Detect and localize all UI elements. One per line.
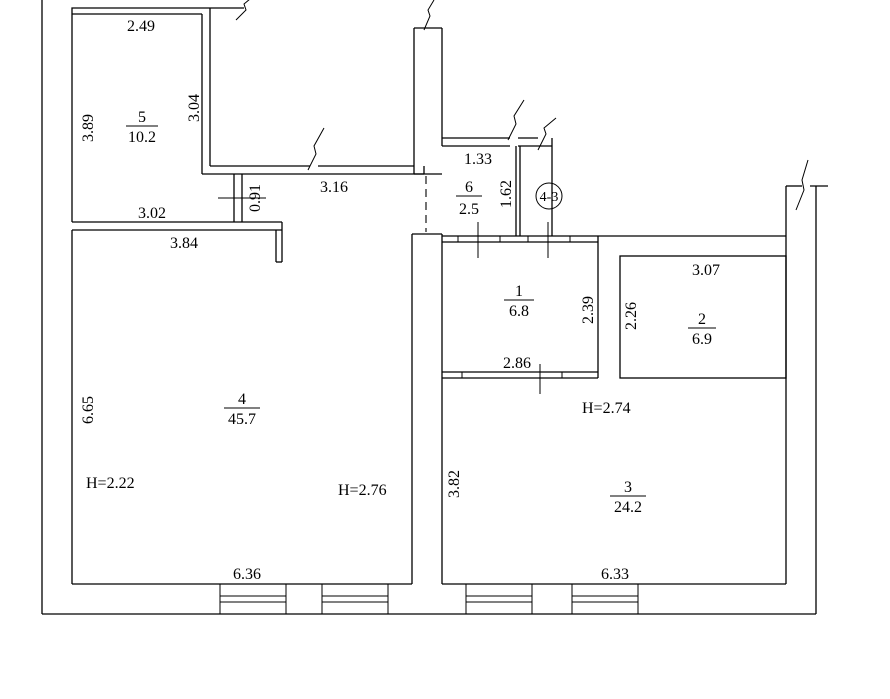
room-4-label: 4 45.7 — [224, 391, 260, 428]
svg-text:6: 6 — [465, 179, 473, 196]
dim-6-36: 6.36 — [233, 566, 261, 583]
dim-0-91: 0.91 — [247, 184, 264, 212]
dim-1-62: 1.62 — [498, 180, 515, 208]
walls — [41, 0, 828, 615]
svg-text:2: 2 — [698, 311, 706, 328]
svg-text:6.8: 6.8 — [509, 303, 529, 320]
room-5-label: 5 10.2 — [126, 109, 158, 146]
room-2-label: 2 6.9 — [688, 311, 716, 348]
svg-text:4: 4 — [238, 391, 246, 408]
svg-text:6.9: 6.9 — [692, 331, 712, 348]
dim-3-04: 3.04 — [186, 94, 203, 122]
svg-text:2.5: 2.5 — [459, 201, 479, 218]
window-3 — [465, 583, 533, 615]
dim-3-02: 3.02 — [138, 205, 166, 222]
marker-4-3: 4-3 — [535, 182, 563, 210]
windows — [219, 583, 639, 615]
window-1 — [219, 583, 287, 615]
svg-text:4-3: 4-3 — [540, 190, 559, 205]
dim-2-26: 2.26 — [623, 302, 640, 330]
dashed-partitions — [425, 176, 786, 379]
height-mid: H=2.76 — [338, 482, 387, 499]
svg-text:3: 3 — [624, 479, 632, 496]
window-2 — [321, 583, 389, 615]
dim-3-89: 3.89 — [80, 114, 97, 142]
svg-text:24.2: 24.2 — [614, 499, 642, 516]
dim-3-07: 3.07 — [692, 262, 720, 279]
height-labels: H=2.22 H=2.76 H=2.74 — [86, 400, 631, 499]
room-3-label: 3 24.2 — [610, 479, 646, 516]
height-left: H=2.22 — [86, 475, 135, 492]
dim-3-82: 3.82 — [446, 470, 463, 498]
dim-3-84: 3.84 — [170, 235, 198, 252]
room-labels: 5 10.2 6 2.5 4 45.7 1 6.8 2 6.9 3 24.2 — [126, 109, 716, 516]
window-4 — [571, 583, 639, 615]
room-6-label: 6 2.5 — [456, 179, 482, 218]
room-1-label: 1 6.8 — [504, 283, 534, 320]
height-right: H=2.74 — [582, 400, 631, 417]
svg-text:45.7: 45.7 — [228, 411, 256, 428]
break-marks — [235, 0, 809, 211]
dim-3-16: 3.16 — [320, 179, 348, 196]
dim-2-39: 2.39 — [580, 296, 597, 324]
svg-text:5: 5 — [138, 109, 146, 126]
dimension-labels: 2.49 3.89 3.04 3.16 0.91 3.02 3.84 1.33 … — [80, 18, 720, 583]
svg-text:1: 1 — [515, 283, 523, 300]
dim-6-65: 6.65 — [80, 396, 97, 424]
dim-2-86: 2.86 — [503, 355, 531, 372]
dim-1-33: 1.33 — [464, 151, 492, 168]
door-ticks — [218, 197, 549, 394]
dim-2-49: 2.49 — [127, 18, 155, 35]
dim-6-33: 6.33 — [601, 566, 629, 583]
svg-text:10.2: 10.2 — [128, 129, 156, 146]
